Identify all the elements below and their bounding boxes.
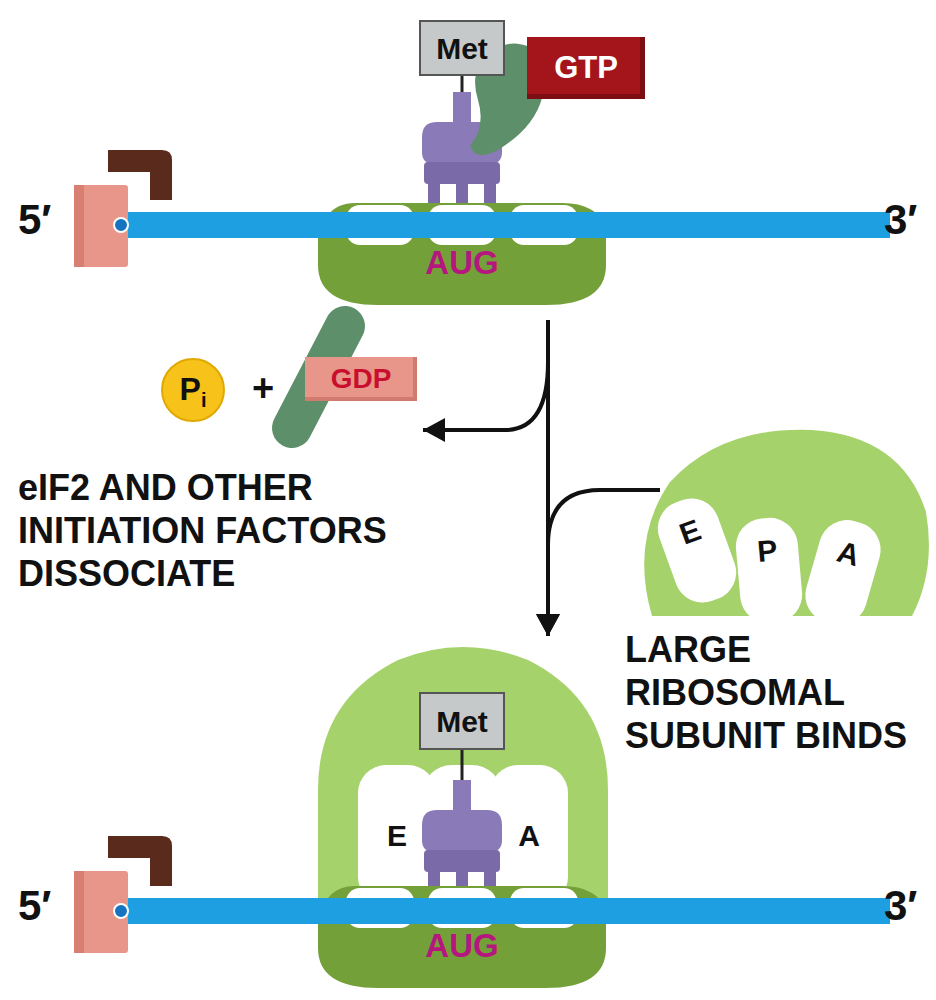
- process-arrow: [546, 320, 550, 636]
- small-subunit: AUG: [318, 878, 606, 990]
- label-text: LARGE RIBOSOMAL SUBUNIT BINDS: [625, 628, 925, 758]
- label-text: 3′: [884, 881, 932, 931]
- small-subunit-shape: [318, 878, 606, 990]
- met-box: Met: [419, 692, 505, 750]
- label-text: 5′: [18, 881, 88, 931]
- gtp-box: GTP: [527, 37, 645, 99]
- node-text: A: [834, 534, 864, 572]
- e-site: E: [650, 491, 744, 611]
- large-subunit: EPA: [630, 420, 930, 620]
- eif2-factor: [292, 326, 345, 428]
- eif2-factor: [470, 43, 544, 155]
- large-subunit-shape: [318, 640, 608, 902]
- trna: [318, 640, 608, 902]
- a-site: A: [490, 765, 568, 905]
- mrna-strand: [74, 150, 890, 267]
- node-text: AUG: [425, 928, 498, 964]
- label-text: +: [252, 366, 292, 412]
- a-site: A: [799, 513, 888, 631]
- trna: [422, 92, 502, 204]
- node-text: E: [675, 513, 705, 551]
- e-site: E: [358, 765, 436, 905]
- met-box: Met: [419, 20, 505, 76]
- node-text: Met: [436, 705, 488, 738]
- process-arrow: [548, 490, 660, 636]
- large-subunit: MetE A: [318, 640, 608, 902]
- node-text: Met: [436, 32, 488, 65]
- small-subunit: AUG: [318, 195, 606, 307]
- node-text: GTP: [554, 51, 618, 85]
- node-text: A: [518, 819, 540, 852]
- node-text: i: [201, 389, 207, 411]
- small-subunit-shape: [318, 195, 606, 307]
- node-text: E: [387, 819, 407, 852]
- gdp-box: GDP: [305, 357, 417, 401]
- p-site: P: [734, 515, 805, 625]
- phosphate-circle: Pi: [161, 358, 225, 422]
- large-subunit-shape: [630, 420, 930, 620]
- mrna-strand: [74, 836, 890, 953]
- node-text: P: [180, 372, 201, 407]
- node-text: GDP: [331, 364, 392, 395]
- process-arrow: [423, 362, 548, 430]
- met-link: [461, 76, 464, 94]
- node-text: AUG: [425, 245, 498, 281]
- label-text: 3′: [884, 195, 932, 245]
- node-text: P: [756, 533, 779, 568]
- label-text: eIF2 AND OTHER INITIATION FACTORS DISSOC…: [18, 466, 498, 596]
- label-text: 5′: [18, 195, 88, 245]
